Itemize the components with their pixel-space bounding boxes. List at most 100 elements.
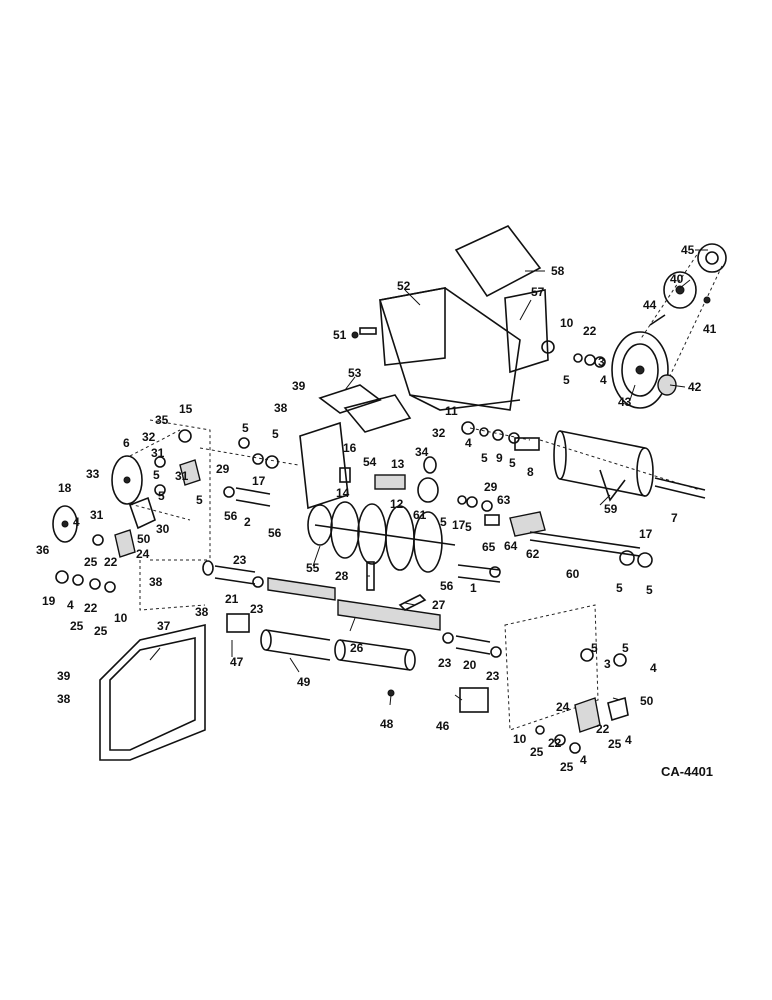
callout-10: 10 xyxy=(513,732,527,746)
left-sprocket-group xyxy=(52,419,214,611)
callout-56: 56 xyxy=(268,526,282,540)
callout-31: 31 xyxy=(90,508,104,522)
callout-9: 9 xyxy=(496,451,503,465)
callout-22: 22 xyxy=(84,601,98,615)
callout-39: 39 xyxy=(57,669,71,683)
callout-14: 14 xyxy=(336,486,350,500)
callout-26: 26 xyxy=(350,641,364,655)
callout-2: 2 xyxy=(244,515,251,529)
callout-5: 5 xyxy=(563,373,570,387)
callout-64: 64 xyxy=(504,539,518,553)
callout-12: 12 xyxy=(390,497,404,511)
callout-30: 30 xyxy=(156,522,170,536)
auger-assembly xyxy=(178,429,653,573)
callout-4: 4 xyxy=(67,598,74,612)
callout-5: 5 xyxy=(509,456,516,470)
callout-55: 55 xyxy=(306,561,320,575)
callout-42: 42 xyxy=(688,380,702,394)
drawing-code: CA-4401 xyxy=(661,764,713,779)
callout-17: 17 xyxy=(252,474,266,488)
callout-4: 4 xyxy=(465,436,472,450)
callout-49: 49 xyxy=(297,675,311,689)
callout-17: 17 xyxy=(452,518,466,532)
callout-6: 6 xyxy=(123,436,130,450)
callout-20: 20 xyxy=(463,658,477,672)
callout-31: 31 xyxy=(175,469,189,483)
callout-4: 4 xyxy=(580,753,587,767)
shields xyxy=(299,384,412,510)
callout-5: 5 xyxy=(440,515,447,529)
callout-22: 22 xyxy=(548,736,562,750)
callout-56: 56 xyxy=(224,509,238,523)
callout-5: 5 xyxy=(272,427,279,441)
callout-35: 35 xyxy=(155,413,169,427)
callout-41: 41 xyxy=(703,322,717,336)
callout-7: 7 xyxy=(671,511,678,525)
callout-40: 40 xyxy=(670,272,684,286)
callout-51: 51 xyxy=(333,328,347,342)
callout-22: 22 xyxy=(583,324,597,338)
callout-33: 33 xyxy=(86,467,100,481)
callout-23: 23 xyxy=(486,669,500,683)
callout-52: 52 xyxy=(397,279,411,293)
callout-5: 5 xyxy=(616,581,623,595)
callout-43: 43 xyxy=(618,395,632,409)
callout-37: 37 xyxy=(157,619,171,633)
callout-25: 25 xyxy=(94,624,108,638)
callout-32: 32 xyxy=(142,430,156,444)
callout-25: 25 xyxy=(560,760,574,774)
callout-31: 31 xyxy=(151,446,165,460)
callout-56: 56 xyxy=(440,579,454,593)
upper-shaft-assembly xyxy=(461,340,706,502)
callout-25: 25 xyxy=(608,737,622,751)
callout-62: 62 xyxy=(526,547,540,561)
callout-5: 5 xyxy=(481,451,488,465)
callout-21: 21 xyxy=(225,592,239,606)
callout-23: 23 xyxy=(438,656,452,670)
callout-27: 27 xyxy=(432,598,446,612)
leader-lines xyxy=(149,249,708,706)
callout-5: 5 xyxy=(196,493,203,507)
callout-23: 23 xyxy=(250,602,264,616)
callout-22: 22 xyxy=(104,555,118,569)
callout-29: 29 xyxy=(216,462,230,476)
callout-3: 3 xyxy=(598,355,605,369)
callout-60: 60 xyxy=(566,567,580,581)
drive-sheave-group xyxy=(611,243,727,409)
callout-59: 59 xyxy=(604,502,618,516)
callout-5: 5 xyxy=(158,489,165,503)
callout-32: 32 xyxy=(432,426,446,440)
callout-17: 17 xyxy=(639,527,653,541)
callout-58: 58 xyxy=(551,264,565,278)
callout-labels: 45 58 40 52 57 44 41 10 51 22 5 3 4 42 4… xyxy=(36,243,717,774)
callout-38: 38 xyxy=(57,692,71,706)
callout-4: 4 xyxy=(625,733,632,747)
callout-34: 34 xyxy=(415,445,429,459)
callout-22: 22 xyxy=(596,722,610,736)
callout-38: 38 xyxy=(149,575,163,589)
callout-44: 44 xyxy=(643,298,657,312)
callout-5: 5 xyxy=(242,421,249,435)
callout-15: 15 xyxy=(179,402,193,416)
callout-25: 25 xyxy=(70,619,84,633)
callout-8: 8 xyxy=(527,465,534,479)
callout-48: 48 xyxy=(380,717,394,731)
callout-54: 54 xyxy=(363,455,377,469)
callout-4: 4 xyxy=(73,515,80,529)
callout-46: 46 xyxy=(436,719,450,733)
callout-5: 5 xyxy=(591,641,598,655)
callout-63: 63 xyxy=(497,493,511,507)
callout-1: 1 xyxy=(470,581,477,595)
callout-5: 5 xyxy=(153,468,160,482)
callout-61: 61 xyxy=(413,508,427,522)
callout-25: 25 xyxy=(84,555,98,569)
callout-36: 36 xyxy=(36,543,50,557)
callout-24: 24 xyxy=(136,547,150,561)
callout-19: 19 xyxy=(42,594,56,608)
callout-11: 11 xyxy=(445,404,458,418)
callout-23: 23 xyxy=(233,553,247,567)
callout-50: 50 xyxy=(640,694,654,708)
callout-3: 3 xyxy=(604,657,611,671)
callout-16: 16 xyxy=(343,441,357,455)
